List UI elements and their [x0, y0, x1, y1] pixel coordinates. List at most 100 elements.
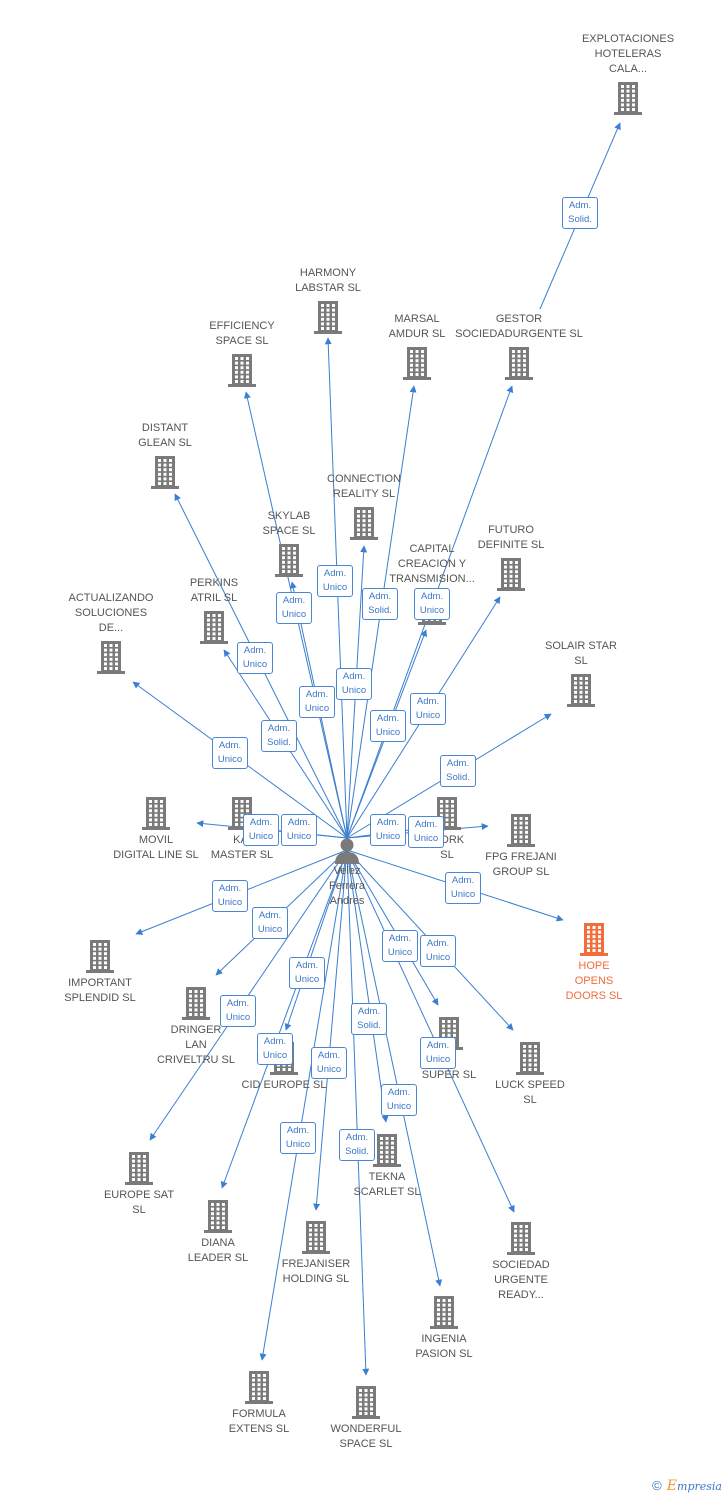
company-node-diana[interactable]: DIANA LEADER SL — [153, 1198, 283, 1266]
role-badge-work[interactable]: Adm. Unico — [370, 814, 406, 846]
company-node-perkins[interactable]: PERKINS ATRIL SL — [149, 576, 279, 645]
role-badge-diana[interactable]: Adm. Unico — [257, 1033, 293, 1065]
company-node-efficiency[interactable]: EFFICIENCY SPACE SL — [177, 319, 307, 388]
role-badge-connection[interactable]: Adm. Unico — [336, 668, 372, 700]
center-person[interactable]: Velez Ferrera Andres — [307, 836, 387, 909]
company-node-futuro[interactable]: FUTURO DEFINITE SL — [446, 523, 576, 592]
role-badge-europesat[interactable]: Adm. Unico — [220, 995, 256, 1027]
role-badge-gestor[interactable]: Adm. Unico — [414, 588, 450, 620]
company-node-wonderful[interactable]: WONDERFUL SPACE SL — [301, 1384, 431, 1452]
company-name[interactable]: MARSAL AMDUR SL — [388, 313, 446, 340]
company-name[interactable]: EUROPE SAT SL — [103, 1189, 175, 1216]
company-node-ingenia[interactable]: INGENIA PASION SL — [379, 1294, 509, 1362]
company-node-explotaciones[interactable]: EXPLOTACIONES HOTELERAS CALA... — [563, 32, 693, 116]
company-node-europesat[interactable]: EUROPE SAT SL — [74, 1150, 204, 1218]
company-name[interactable]: CID EUROPE SL — [241, 1079, 327, 1091]
building-icon — [86, 940, 114, 973]
role-badge-fpg[interactable]: Adm. Unico — [408, 816, 444, 848]
role-badge-solair[interactable]: Adm. Solid. — [440, 755, 476, 787]
company-name[interactable]: LUCK SPEED SL — [495, 1079, 565, 1106]
company-name[interactable]: FORMULA EXTENS SL — [228, 1408, 290, 1435]
company-name[interactable]: FPG FREJANI GROUP SL — [485, 851, 557, 878]
brand-footer[interactable]: © Empresia — [652, 1478, 722, 1494]
company-node-skylab[interactable]: SKYLAB SPACE SL — [224, 509, 354, 578]
company-node-dringer[interactable]: DRINGER LAN CRIVELTRU SL — [131, 985, 261, 1068]
company-node-luck[interactable]: LUCK SPEED SL — [465, 1040, 595, 1108]
company-name[interactable]: CAPITAL CREACION Y TRANSMISION... — [389, 543, 475, 585]
role-badge-super[interactable]: Adm. Unico — [382, 930, 418, 962]
company-name[interactable]: IMPORTANT SPLENDID SL — [64, 977, 136, 1004]
company-name[interactable]: TEKNA SCARLET SL — [353, 1171, 421, 1198]
company-node-distant[interactable]: DISTANT GLEAN SL — [100, 421, 230, 490]
company-name[interactable]: FREJANISER HOLDING SL — [281, 1258, 351, 1285]
role-badge-efficiency[interactable]: Adm. Unico — [276, 592, 312, 624]
company-name[interactable]: WONDERFUL SPACE SL — [330, 1423, 402, 1450]
role-badge-wonderful[interactable]: Adm. Solid. — [339, 1129, 375, 1161]
company-node-fpg[interactable]: FPG FREJANI GROUP SL — [456, 812, 586, 880]
company-node-important[interactable]: IMPORTANT SPLENDID SL — [35, 938, 165, 1006]
role-badge-dringer[interactable]: Adm. Unico — [252, 907, 288, 939]
building-icon — [302, 1221, 330, 1254]
company-node-movil[interactable]: MOVIL DIGITAL LINE SL — [91, 795, 221, 863]
company-node-frejaniser[interactable]: FREJANISER HOLDING SL — [251, 1219, 381, 1287]
company-name[interactable]: DISTANT GLEAN SL — [138, 422, 192, 449]
building-icon — [507, 1222, 535, 1255]
role-badge-perkins[interactable]: Adm. Solid. — [261, 720, 297, 752]
role-badge-formula[interactable]: Adm. Unico — [280, 1122, 316, 1154]
company-node-gestor[interactable]: GESTOR SOCIEDADURGENTE SL — [454, 312, 584, 381]
company-name[interactable]: SOCIEDAD URGENTE READY... — [492, 1259, 550, 1301]
company-name[interactable]: SKYLAB SPACE SL — [262, 510, 316, 537]
role-badge-cid[interactable]: Adm. Unico — [289, 957, 325, 989]
role-badge-frejaniser[interactable]: Adm. Unico — [311, 1047, 347, 1079]
role-badge-kai[interactable]: Adm. Unico — [281, 814, 317, 846]
company-node-sociedad[interactable]: SOCIEDAD URGENTE READY... — [456, 1220, 586, 1303]
company-node-marsal[interactable]: MARSAL AMDUR SL — [352, 312, 482, 381]
company-name[interactable]: MOVIL DIGITAL LINE SL — [113, 834, 199, 861]
company-node-hope[interactable]: HOPE OPENS DOORS SL — [529, 921, 659, 1004]
role-badge-marsal[interactable]: Adm. Solid. — [362, 588, 398, 620]
role-badge-luck[interactable]: Adm. Unico — [420, 935, 456, 967]
brand-initial: E — [666, 1478, 678, 1494]
relation-edge-cid — [284, 849, 348, 1031]
company-name[interactable]: INGENIA PASION SL — [415, 1333, 473, 1360]
company-name[interactable]: CONNECTION REALITY SL — [327, 473, 401, 500]
company-node-formula[interactable]: FORMULA EXTENS SL — [194, 1369, 324, 1437]
role-badge-ingenia[interactable]: Adm. Unico — [381, 1084, 417, 1116]
building-icon — [97, 641, 125, 674]
company-name[interactable]: PERKINS ATRIL SL — [189, 577, 239, 604]
company-node-connection[interactable]: CONNECTION REALITY SL — [299, 472, 429, 541]
role-badge-hope[interactable]: Adm. Unico — [445, 872, 481, 904]
role-badge-movil[interactable]: Adm. Unico — [243, 814, 279, 846]
building-icon — [373, 1134, 401, 1167]
role-badge-actualizando[interactable]: Adm. Unico — [212, 737, 248, 769]
role-badge-important[interactable]: Adm. Unico — [212, 880, 248, 912]
company-node-actualizando[interactable]: ACTUALIZANDO SOLUCIONES DE... — [46, 591, 176, 675]
role-badge-sociedad[interactable]: Adm. Unico — [420, 1037, 456, 1069]
role-badge-explotaciones[interactable]: Adm. Solid. — [562, 197, 598, 229]
company-name[interactable]: EXPLOTACIONES HOTELERAS CALA... — [581, 33, 675, 75]
role-badge-capital[interactable]: Adm. Unico — [370, 710, 406, 742]
company-name[interactable]: HARMONY LABSTAR SL — [295, 267, 361, 294]
company-name[interactable]: ACTUALIZANDO SOLUCIONES DE... — [68, 592, 154, 634]
company-node-solair[interactable]: SOLAIR STAR SL — [516, 639, 646, 708]
company-name[interactable]: SOLAIR STAR SL — [545, 640, 617, 667]
center-person-name: Velez Ferrera Andres — [328, 865, 366, 907]
company-node-harmony[interactable]: HARMONY LABSTAR SL — [263, 266, 393, 335]
building-icon — [228, 354, 256, 387]
role-badge-futuro[interactable]: Adm. Unico — [410, 693, 446, 725]
role-badge-tekna[interactable]: Adm. Solid. — [351, 1003, 387, 1035]
company-name[interactable]: HOPE OPENS DOORS SL — [565, 960, 623, 1002]
relation-edge-tekna — [346, 849, 389, 1123]
role-badge-skylab[interactable]: Adm. Unico — [299, 686, 335, 718]
relation-edge-super — [346, 849, 439, 1006]
company-name[interactable]: DIANA LEADER SL — [187, 1237, 249, 1264]
building-icon — [245, 1371, 273, 1404]
company-name[interactable]: FUTURO DEFINITE SL — [477, 524, 545, 551]
company-name[interactable]: DRINGER LAN CRIVELTRU SL — [156, 1024, 236, 1066]
building-icon — [507, 814, 535, 847]
role-badge-harmony[interactable]: Adm. Unico — [317, 565, 353, 597]
company-name[interactable]: GESTOR SOCIEDADURGENTE SL — [455, 313, 583, 340]
company-name[interactable]: EFFICIENCY SPACE SL — [209, 320, 275, 347]
role-badge-distant[interactable]: Adm. Unico — [237, 642, 273, 674]
company-node-tekna[interactable]: TEKNA SCARLET SL — [322, 1132, 452, 1200]
